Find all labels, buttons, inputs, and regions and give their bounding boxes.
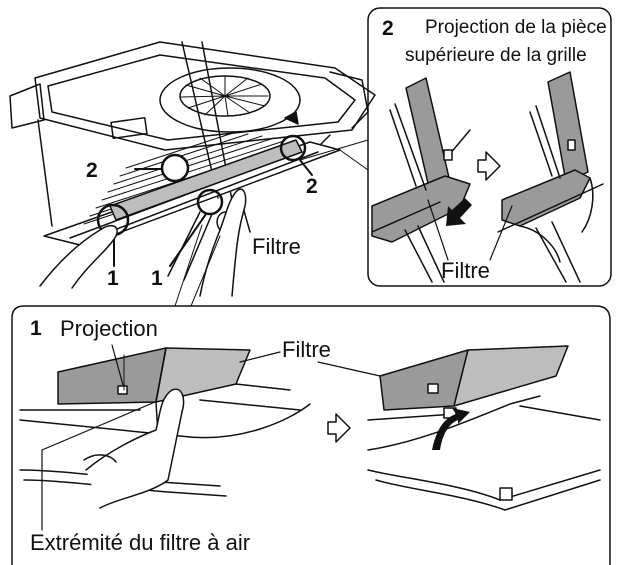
panel-2-step-number: 2 — [382, 17, 394, 40]
callout-circle-2-right — [279, 134, 307, 162]
callout-number-2-right: 2 — [306, 175, 318, 198]
panel-1-step-number: 1 — [30, 317, 42, 340]
callout-circle-2-left — [160, 153, 190, 183]
curved-arrow-icon — [432, 408, 470, 450]
panel-1-filter-label: Filtre — [282, 337, 331, 362]
ceiling-unit-illustration — [9, 41, 376, 297]
panel-1-filter-end-label: Extrémité du filtre à air — [30, 530, 251, 555]
arrow-right-outline-icon — [477, 151, 501, 181]
callout-number-1-left: 1 — [107, 267, 119, 290]
callout-circle-1-right — [196, 188, 224, 216]
panel-2-filter-label: Filtre — [441, 258, 490, 283]
main-filter-label: Filtre — [252, 234, 301, 259]
panel-2-border — [367, 7, 612, 287]
panel-1-right-illustration — [367, 345, 601, 511]
arrow-right-filled-icon — [446, 198, 472, 226]
panel-2-title-line-1: Projection de la pièce — [425, 17, 607, 38]
panel-1-projection-label: Projection — [60, 316, 158, 341]
callout-number-1-right: 1 — [151, 267, 163, 290]
panel-1-left-illustration — [19, 347, 311, 509]
callout-number-2-left: 2 — [86, 159, 98, 182]
panel-2-title-line-2: supérieure de la grille — [405, 45, 587, 66]
panel-1-border — [11, 305, 611, 565]
arrow-right-outline-icon — [327, 413, 351, 443]
panel-2-illustration — [371, 71, 604, 283]
